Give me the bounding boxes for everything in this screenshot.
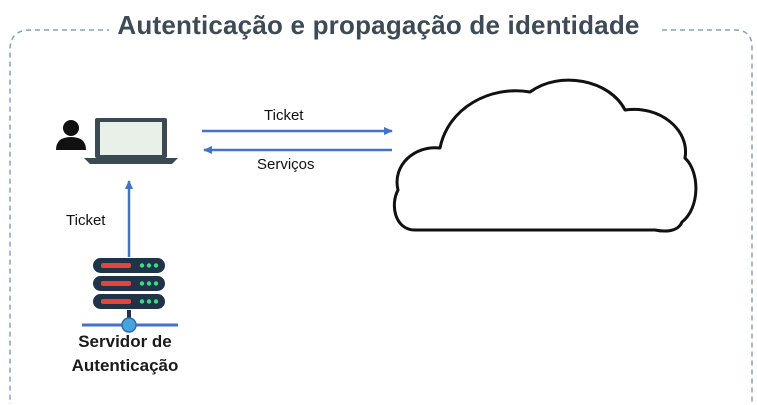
cloud-icon bbox=[392, 78, 698, 233]
edge-label-servicos: Serviços bbox=[257, 156, 315, 173]
laptop-icon bbox=[84, 118, 178, 164]
edge-label-ticket-left: Ticket bbox=[66, 212, 106, 229]
diagram-border bbox=[9, 29, 753, 404]
user-icon bbox=[56, 120, 86, 150]
diagram-title-text: Autenticação e propagação de identidade bbox=[109, 10, 648, 40]
server-label: Servidor de Autenticação bbox=[40, 330, 210, 378]
server-icon bbox=[82, 258, 178, 333]
edge-label-ticket-top: Ticket bbox=[264, 107, 304, 124]
diagram-title: Autenticação e propagação de identidade bbox=[0, 10, 757, 41]
server-label-line1: Servidor de bbox=[78, 332, 172, 351]
server-label-line2: Autenticação bbox=[71, 356, 179, 375]
